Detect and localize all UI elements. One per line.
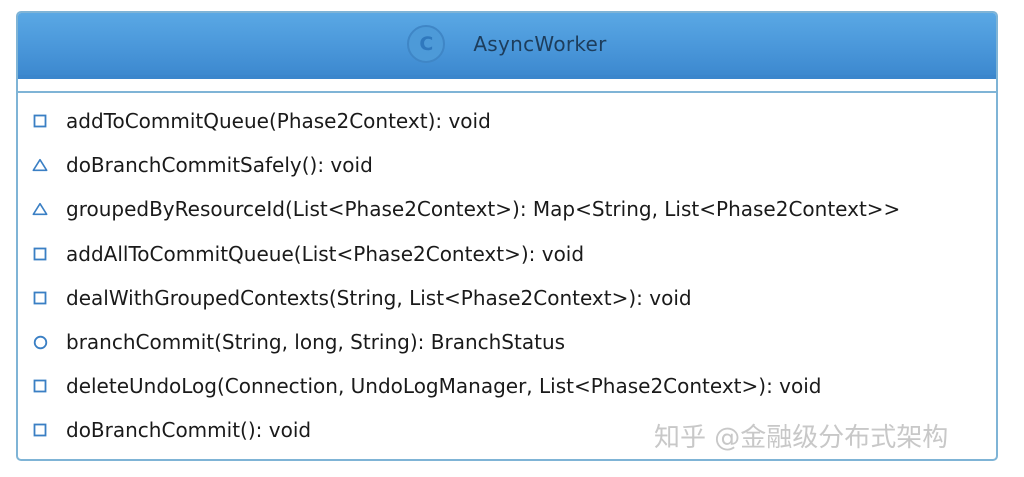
methods-compartment: addToCommitQueue(Phase2Context): void do…	[18, 99, 996, 453]
method-row[interactable]: deleteUndoLog(Connection, UndoLogManager…	[18, 364, 996, 408]
method-signature: branchCommit(String, long, String): Bran…	[66, 330, 566, 355]
protected-visibility-icon	[32, 201, 48, 217]
class-icon: C	[407, 25, 446, 63]
public-visibility-icon	[32, 334, 48, 350]
package-visibility-icon	[32, 290, 48, 306]
method-row[interactable]: groupedByResourceId(List<Phase2Context>)…	[18, 187, 996, 231]
class-name: AsyncWorker	[473, 32, 607, 56]
method-row[interactable]: doBranchCommitSafely(): void	[18, 143, 996, 187]
package-visibility-icon	[32, 246, 48, 262]
method-signature: addToCommitQueue(Phase2Context): void	[66, 109, 491, 134]
package-visibility-icon	[32, 422, 48, 438]
method-row[interactable]: addAllToCommitQueue(List<Phase2Context>)…	[18, 232, 996, 276]
package-visibility-icon	[32, 113, 48, 129]
method-signature: dealWithGroupedContexts(String, List<Pha…	[66, 285, 692, 310]
protected-visibility-icon	[32, 157, 48, 173]
package-visibility-icon	[32, 378, 48, 394]
method-row[interactable]: branchCommit(String, long, String): Bran…	[18, 320, 996, 364]
fields-compartment	[18, 75, 996, 93]
uml-class-box[interactable]: C AsyncWorker addToCommitQueue(Phase2Con…	[16, 11, 998, 461]
class-header: C AsyncWorker	[18, 13, 996, 75]
class-icon-letter: C	[419, 33, 434, 55]
method-signature: addAllToCommitQueue(List<Phase2Context>)…	[66, 241, 585, 266]
method-signature: doBranchCommitSafely(): void	[66, 153, 373, 178]
method-row[interactable]: doBranchCommit(): void	[18, 408, 996, 452]
watermark: 知乎 @金融级分布式架构	[654, 423, 949, 453]
method-signature: doBranchCommit(): void	[66, 418, 312, 443]
method-signature: deleteUndoLog(Connection, UndoLogManager…	[66, 374, 822, 399]
method-row[interactable]: addToCommitQueue(Phase2Context): void	[18, 99, 996, 143]
method-row[interactable]: dealWithGroupedContexts(String, List<Pha…	[18, 276, 996, 320]
method-signature: groupedByResourceId(List<Phase2Context>)…	[66, 197, 901, 222]
